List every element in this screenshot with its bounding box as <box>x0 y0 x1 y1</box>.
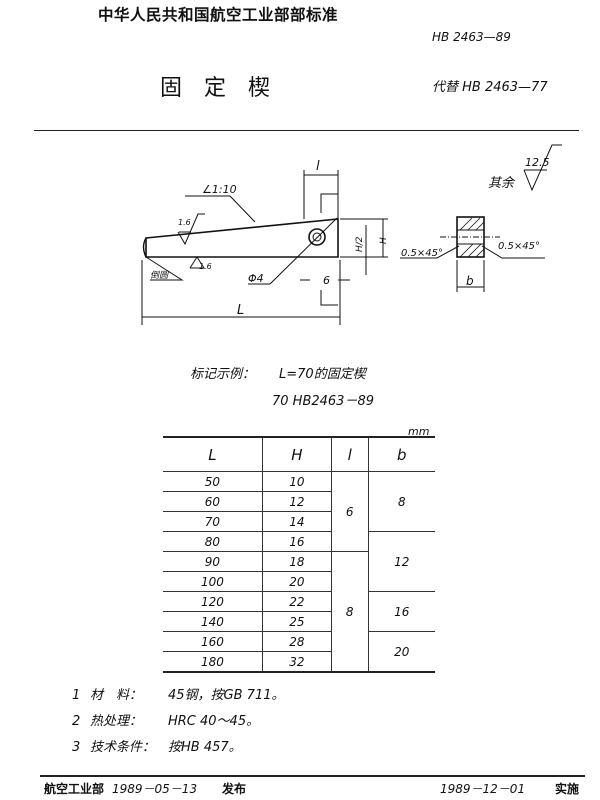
note-number: 1 <box>72 688 81 703</box>
cell-b: 12 <box>367 531 435 592</box>
cell-l: 8 <box>330 551 369 673</box>
marking-example-code: 70 HB2463－89 <box>272 394 374 409</box>
footer-issue-label: 发布 <box>222 782 247 796</box>
document-title: 固定楔 <box>160 76 293 101</box>
note-key: 热处理： <box>90 714 143 729</box>
cell-H: 18 <box>261 551 332 572</box>
end-mark: 倒圆 <box>150 270 170 281</box>
cell-b: 8 <box>367 471 435 532</box>
cell-H: 28 <box>261 631 332 652</box>
table-header-row: L H l b <box>163 436 435 472</box>
note-key: 材 料： <box>90 688 143 703</box>
cell-H: 32 <box>261 651 332 673</box>
roughness-top: 1.6 <box>178 218 191 227</box>
replaces-standard: 代替 HB 2463—77 <box>432 80 548 95</box>
cell-L: 120 <box>163 591 263 612</box>
dim-l: l <box>316 159 320 174</box>
cell-H: 10 <box>261 471 332 492</box>
cell-b: 20 <box>367 631 435 673</box>
hole-inner <box>312 232 322 242</box>
dim-H: H <box>379 237 389 244</box>
technical-notes: 1 材 料： 45钢，按GB 711。 2 热处理： HRC 40～45。 3 技术条件：… <box>72 683 284 761</box>
header-l: l <box>330 436 369 472</box>
standard-number: HB 2463—89 <box>432 30 511 44</box>
cell-b: 16 <box>367 591 435 632</box>
note-item: 1 材 料： 45钢，按GB 711。 <box>72 683 284 709</box>
footer-issuer: 航空工业部 <box>44 782 105 796</box>
cell-L: 160 <box>163 631 263 652</box>
technical-drawing: ∠1:10 1.6 1.6 倒圆 Φ4 l L 6 H H/2 0.5×45° … <box>141 144 562 325</box>
chamfer-left: 0.5×45° <box>401 248 443 259</box>
cell-L: 50 <box>163 471 263 492</box>
note-value: HRC 40～45。 <box>168 714 260 729</box>
cell-H: 12 <box>261 491 332 512</box>
cell-L: 80 <box>163 531 263 552</box>
other-roughness-label: 其余 <box>488 175 516 191</box>
cell-L: 90 <box>163 551 263 572</box>
dim-6: 6 <box>323 274 330 287</box>
cell-H: 25 <box>261 611 332 632</box>
cell-l: 6 <box>330 471 369 552</box>
hole-circle <box>308 228 326 246</box>
dim-L: L <box>237 303 244 318</box>
note-key: 技术条件： <box>90 740 156 755</box>
chamfer-right: 0.5×45° <box>498 241 540 252</box>
roughness-bottom: 1.6 <box>199 262 212 271</box>
note-value: 45钢，按GB 711。 <box>168 688 285 703</box>
footer-issue-date: 1989－05－13 <box>112 782 198 796</box>
wedge-outline <box>145 218 339 258</box>
header-divider <box>34 130 579 131</box>
marking-example-text: L=70的固定楔 <box>279 367 366 382</box>
header-b: b <box>367 436 435 472</box>
cell-H: 16 <box>261 531 332 552</box>
note-value: 按HB 457。 <box>168 740 242 755</box>
footer-effective-date: 1989－12－01 <box>440 782 526 796</box>
cell-L: 70 <box>163 511 263 532</box>
cell-L: 60 <box>163 491 263 512</box>
issuing-organization: 中华人民共和国航空工业部部标准 <box>98 6 339 24</box>
cell-H: 20 <box>261 571 332 592</box>
note-item: 2 热处理： HRC 40～45。 <box>72 709 284 735</box>
cell-L: 140 <box>163 611 263 632</box>
dim-b: b <box>466 274 474 288</box>
marking-example: 标记示例： L=70的固定楔 <box>190 363 366 382</box>
header-H: H <box>261 436 332 472</box>
note-number: 2 <box>72 714 81 729</box>
note-item: 3 技术条件： 按HB 457。 <box>72 735 284 761</box>
cell-H: 22 <box>261 591 332 612</box>
other-roughness-value: 12.5 <box>525 156 550 169</box>
cell-H: 14 <box>261 511 332 532</box>
note-number: 3 <box>72 740 81 755</box>
hole-label: Φ4 <box>248 272 264 285</box>
wedge-rounded-end <box>142 237 147 258</box>
dim-H2: H/2 <box>355 236 365 252</box>
taper-label: ∠1:10 <box>202 183 237 196</box>
cell-L: 180 <box>163 651 263 673</box>
cell-L: 100 <box>163 571 263 592</box>
footer-divider <box>40 775 585 777</box>
marking-example-label: 标记示例： <box>190 367 256 382</box>
header-L: L <box>163 436 263 472</box>
table-unit: mm <box>408 425 430 438</box>
footer-effective-label: 实施 <box>555 782 580 796</box>
